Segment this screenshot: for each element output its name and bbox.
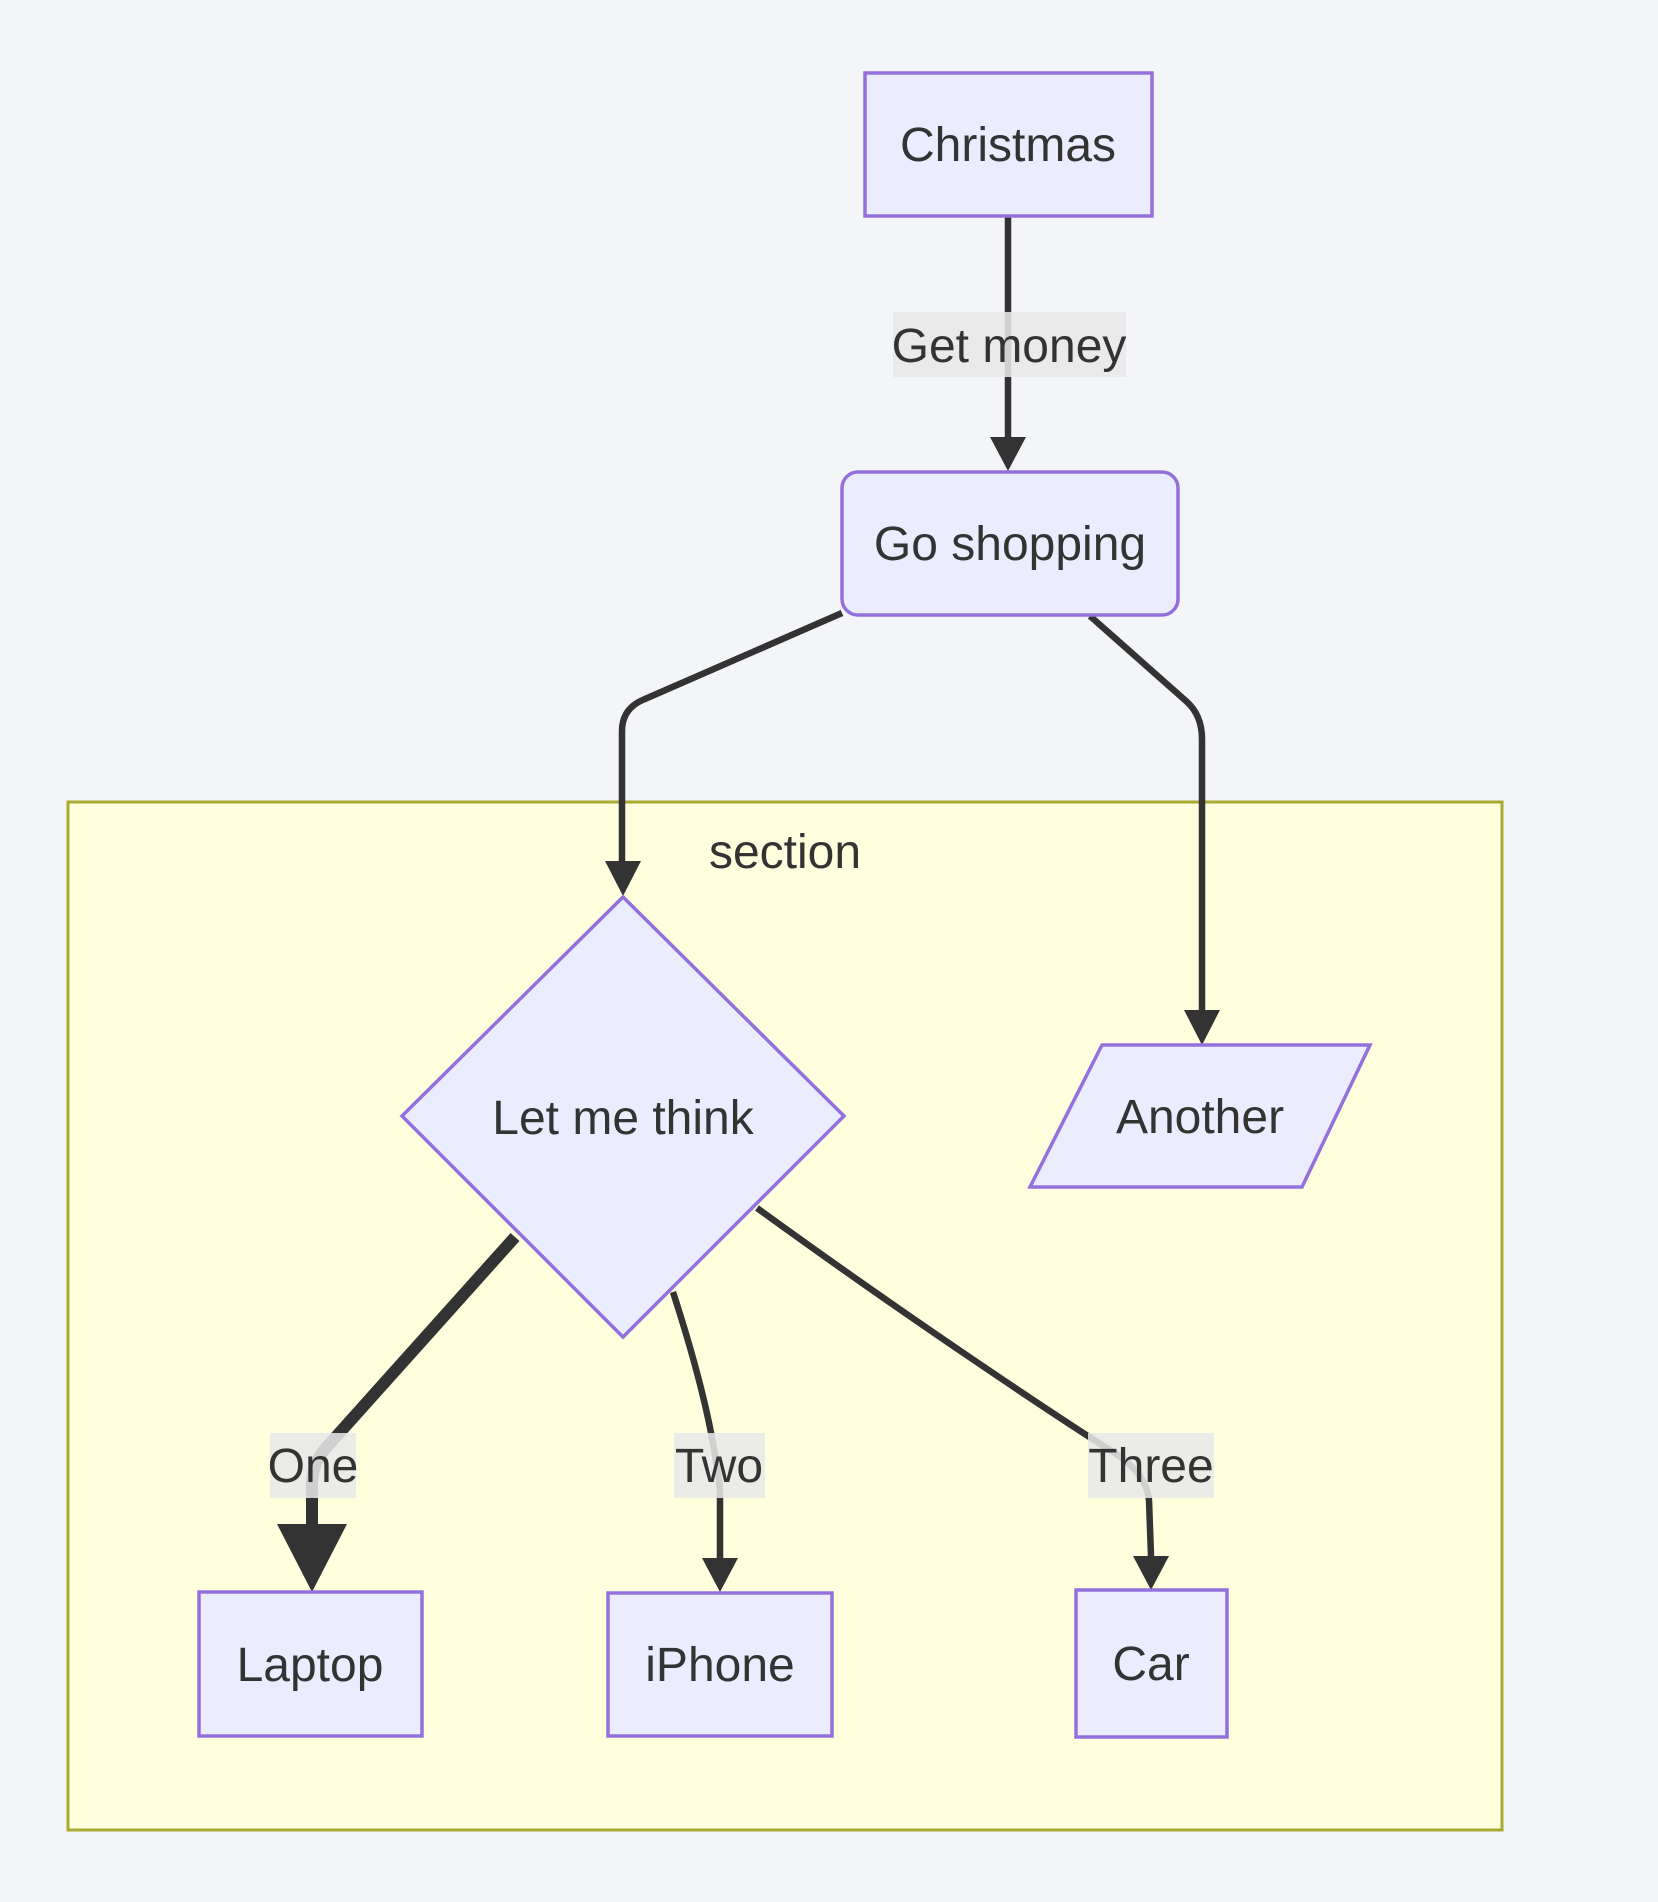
- edge-let-me-think-to-iphone-arrowhead: [702, 1558, 738, 1592]
- nodes-layer: Christmas Go shopping Let me think Anoth…: [197, 71, 1373, 1739]
- edge-let-me-think-to-car-arrowhead: [1133, 1556, 1169, 1590]
- edge-label-bg-one: [270, 1433, 356, 1498]
- node-christmas: Christmas: [863, 71, 1154, 218]
- edge-go-shopping-to-let-me-think-arrowhead: [605, 861, 641, 896]
- node-christmas-shape: [863, 71, 1154, 218]
- node-another-label: Another: [1116, 1091, 1284, 1144]
- node-iphone-shape: [606, 1591, 834, 1738]
- edge-go-shopping-to-let-me-think: [618, 610, 844, 861]
- node-let-me-think-label: Let me think: [492, 1092, 754, 1145]
- edge-label-two: Two: [675, 1440, 763, 1493]
- node-car: Car: [1074, 1588, 1229, 1739]
- node-laptop: Laptop: [197, 1590, 424, 1738]
- edge-let-me-think-to-laptop-arrowhead: [277, 1524, 347, 1592]
- edge-label-bg-get-money: [893, 312, 1126, 377]
- edge-go-shopping-to-another-arrowhead: [1184, 1010, 1220, 1045]
- node-laptop-label: Laptop: [237, 1639, 384, 1692]
- node-let-me-think-shape: [399, 894, 847, 1340]
- node-another: Another: [1027, 1043, 1373, 1189]
- node-go-shopping-label: Go shopping: [874, 518, 1146, 571]
- edge-label-three: Three: [1088, 1440, 1213, 1493]
- section-label: section: [709, 826, 861, 879]
- node-car-label: Car: [1112, 1638, 1189, 1691]
- edge-label-get-money: Get money: [892, 320, 1127, 373]
- node-go-shopping-shape: [840, 470, 1180, 617]
- edge-label-one: One: [268, 1440, 359, 1493]
- node-another-shape: [1027, 1043, 1373, 1189]
- node-car-shape: [1074, 1588, 1229, 1739]
- edge-labels-layer: Get money One Two Three: [268, 312, 1214, 1498]
- edge-label-bg-two: [674, 1433, 765, 1498]
- edge-label-bg-three: [1088, 1433, 1214, 1498]
- node-go-shopping: Go shopping: [840, 470, 1180, 617]
- node-christmas-label: Christmas: [900, 119, 1116, 172]
- node-iphone: iPhone: [606, 1591, 834, 1738]
- edge-go-shopping-to-another: [1087, 613, 1206, 1010]
- edge-christmas-to-go-shopping-arrowhead: [990, 437, 1026, 471]
- node-iphone-label: iPhone: [645, 1639, 794, 1692]
- node-let-me-think: Let me think: [399, 894, 847, 1340]
- node-laptop-shape: [197, 1590, 424, 1738]
